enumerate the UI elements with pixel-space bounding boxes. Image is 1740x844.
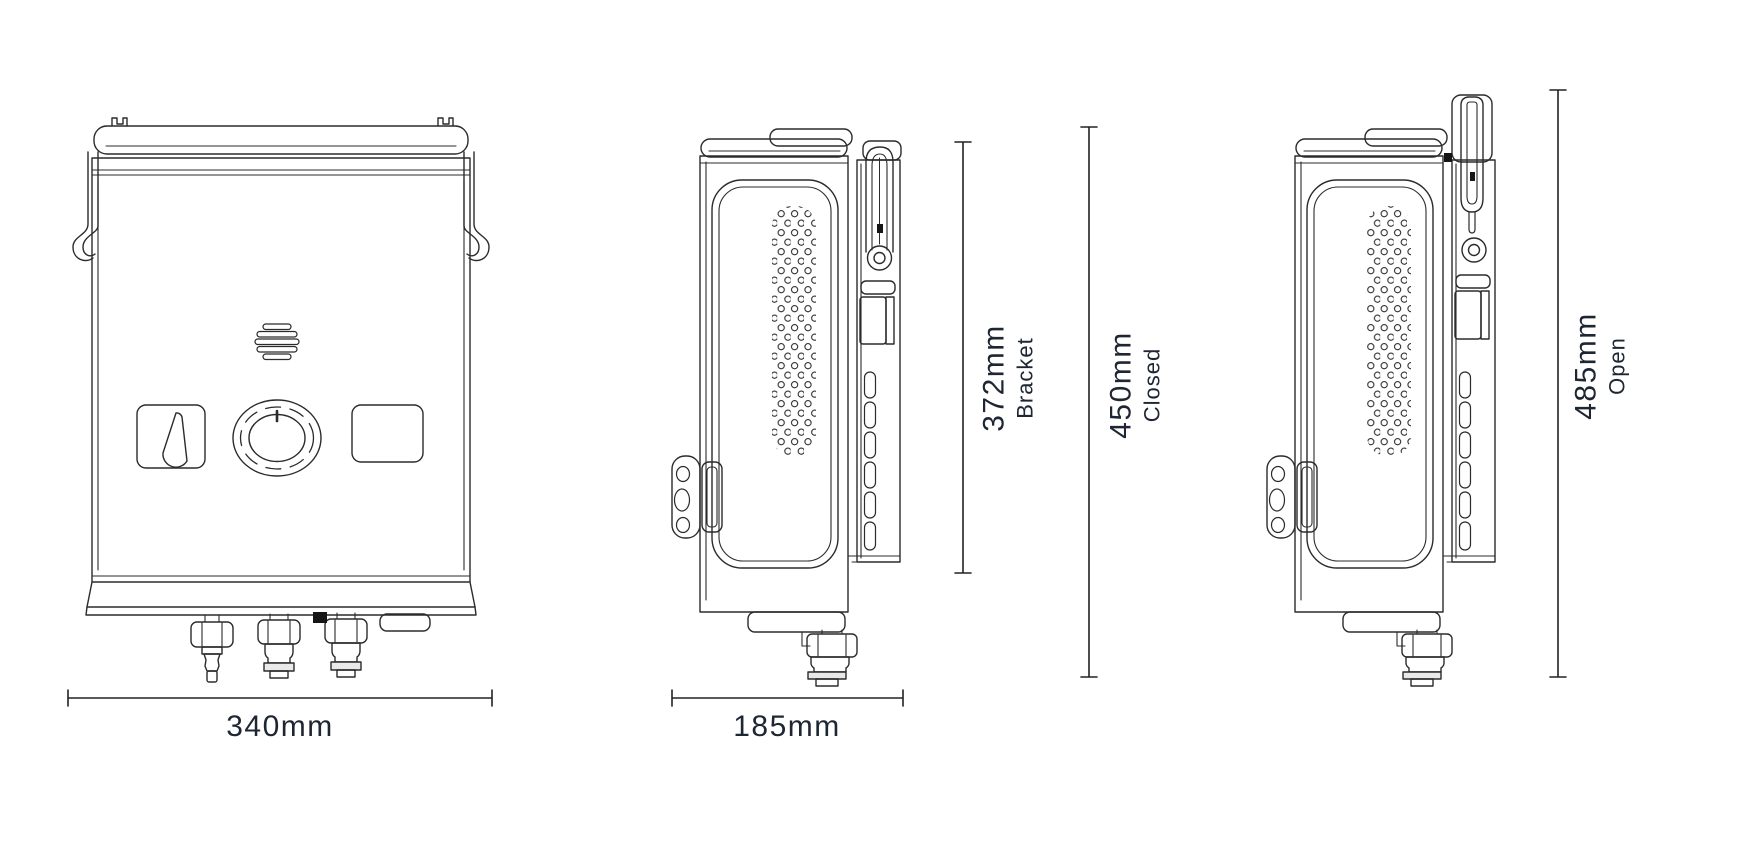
side-bottom-fitting-open (1342, 611, 1453, 687)
dimension-qualifier: Bracket (1012, 337, 1038, 419)
dimension-qualifier: Open (1604, 337, 1630, 395)
dimension-qualifier: Closed (1139, 347, 1165, 423)
open-height-dimension-label: 485mm Open (1570, 312, 1631, 420)
top-clip-right (437, 117, 454, 127)
perforation-grid (772, 206, 816, 456)
hanging-hook-extended (1460, 96, 1484, 213)
dimension-value: 372mm (977, 324, 1011, 432)
bracket-screw-hole (866, 245, 893, 271)
side-latch-open (1266, 455, 1318, 539)
front-view-drawing (72, 117, 490, 683)
side-view-open-drawing (1266, 94, 1496, 687)
vent-grille (254, 323, 300, 361)
side-depth-dimension-label: 185mm (733, 710, 841, 743)
carry-handle-front (72, 151, 490, 262)
side-bottom-fitting-closed (747, 611, 858, 687)
side-depth-dim-line (671, 689, 904, 707)
bracket-slot-strip (863, 371, 877, 551)
water-inlet-fitting (257, 613, 301, 679)
bracket-height-dimension-label: 372mm Bracket (978, 324, 1039, 432)
dimension-value: 450mm (1104, 331, 1138, 439)
water-outlet-fitting (324, 612, 368, 678)
ignition-switch-panel (136, 404, 206, 469)
dimension-lines (67, 89, 1567, 707)
top-cap (93, 125, 469, 155)
open-height-dim-line (1549, 89, 1567, 678)
side-body-closed (699, 155, 849, 613)
side-body-open (1294, 155, 1444, 613)
front-width-dimension-label: 340mm (226, 710, 334, 743)
side-latch-closed (671, 455, 723, 539)
bracket-slot-strip (1458, 371, 1472, 551)
mounting-bracket-open (1442, 94, 1496, 563)
mounting-bracket-closed (847, 140, 902, 563)
carry-handle-side (700, 128, 853, 158)
drain-port (313, 612, 327, 623)
front-width-dim-line (67, 689, 493, 707)
closed-height-dimension-label: 450mm Closed (1105, 331, 1166, 439)
dimension-value: 485mm (1569, 312, 1603, 420)
bracket-height-dim-line (954, 141, 972, 574)
bracket-screw-hole (1461, 237, 1487, 263)
ignition-lever (162, 412, 188, 468)
top-clip-left (111, 117, 128, 127)
battery-panel (351, 404, 424, 463)
closed-height-dim-line (1080, 126, 1098, 678)
side-view-closed-drawing (671, 128, 902, 687)
perforation-grid (1367, 206, 1411, 456)
front-body (85, 157, 477, 616)
hook-tower (1451, 94, 1493, 163)
hanging-hook-folded (865, 146, 894, 253)
control-knob (232, 399, 322, 477)
bottom-tab (379, 613, 431, 632)
gas-inlet-fitting (190, 614, 234, 683)
carry-handle-side (1295, 128, 1448, 158)
